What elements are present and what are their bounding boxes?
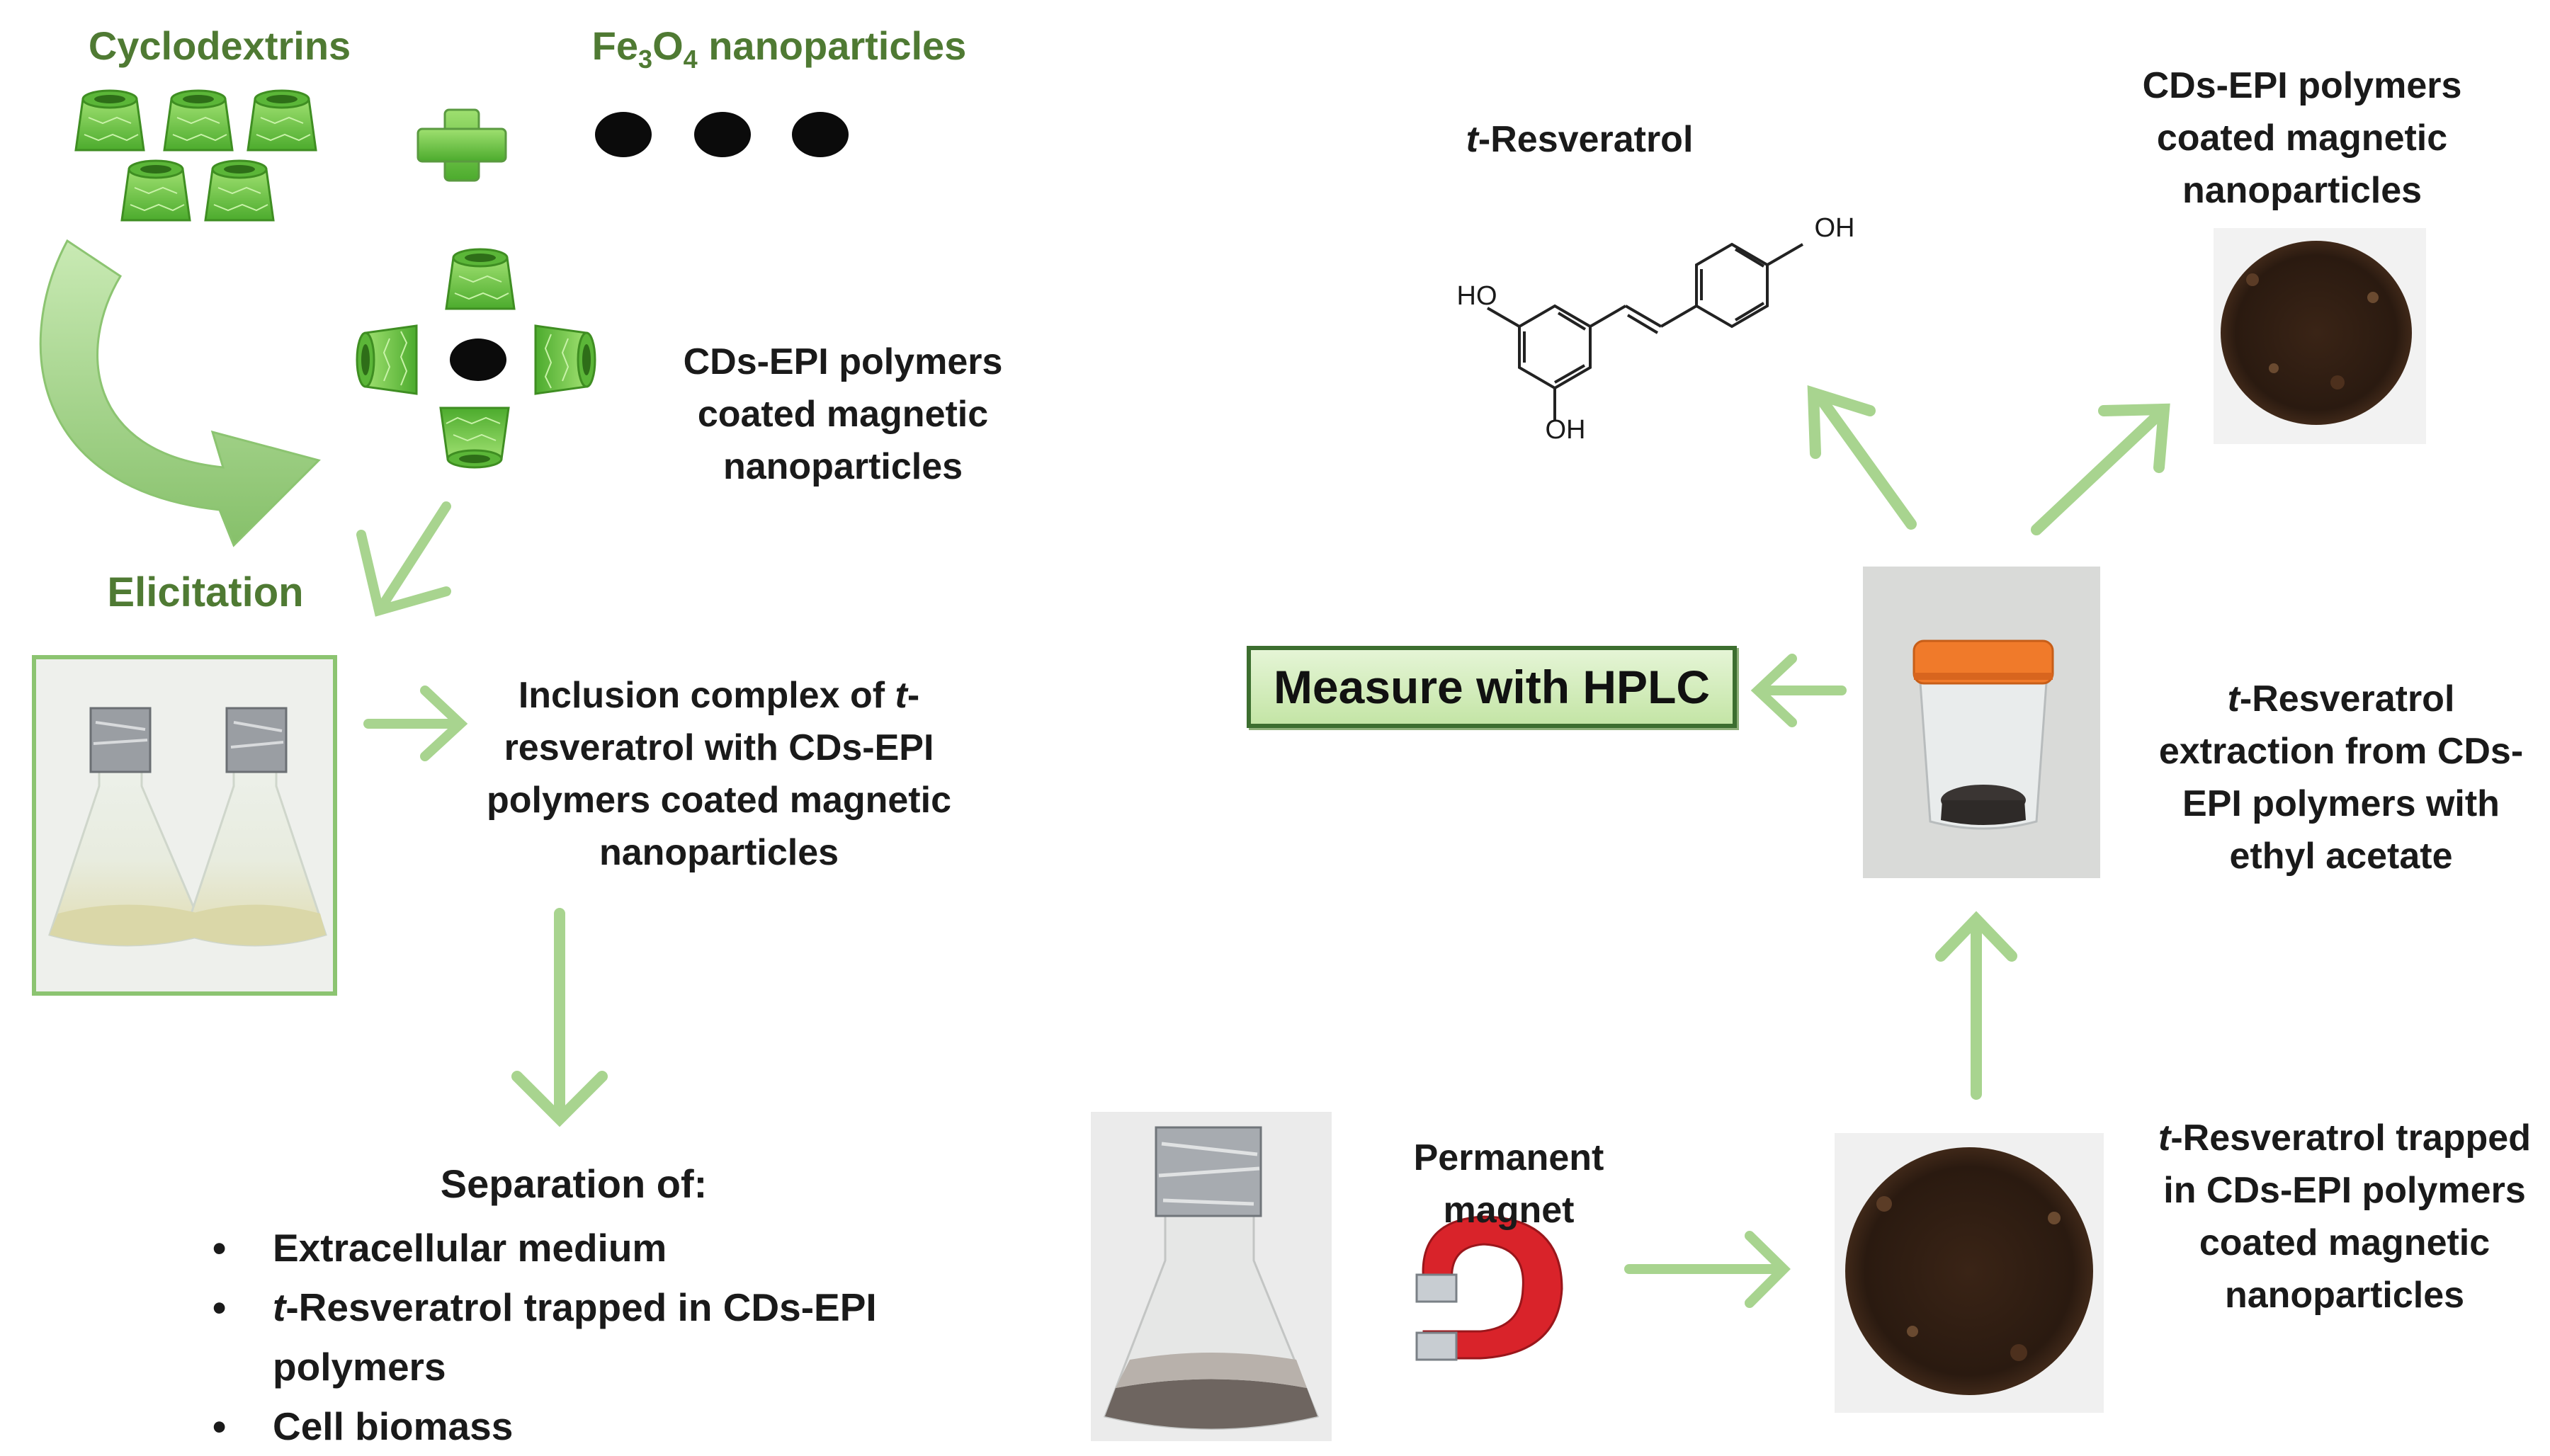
flask-photo-right <box>1091 1112 1332 1441</box>
coated-nanoparticles-label-left: CDs-EPI polymers coated magnetic nanopar… <box>683 341 1003 487</box>
flask-photo-left <box>32 655 337 996</box>
arrow-to-elicitation <box>356 501 451 617</box>
trapped-label: t-Resveratrol trapped in CDs-EPI polymer… <box>2158 1117 2531 1316</box>
separation-item: t-Resveratrol trapped in CDs-EPI polymer… <box>212 1278 978 1397</box>
elicitation-label: Elicitation <box>107 569 304 615</box>
arrow-to-coated-right <box>2031 403 2170 535</box>
inclusion-complex-label: Inclusion complex of t-resveratrol with … <box>487 675 951 873</box>
arrow-to-inclusion <box>363 686 468 761</box>
cyclodextrin-cluster <box>74 89 317 222</box>
magnet-icon <box>1415 1215 1563 1361</box>
separation-item: Extracellular medium <box>212 1218 978 1278</box>
coated-nanoparticles-label-right: CDs-EPI polymers coated magnetic nanopar… <box>2142 65 2462 211</box>
coated-nanoparticle-cluster <box>356 248 596 469</box>
fe3o4-label: Fe3O4 nanoparticles <box>591 23 967 74</box>
vial-photo <box>1863 567 2100 878</box>
molecule-oh-top: OH <box>1814 213 1855 243</box>
separation-list: Extracellular medium t-Resveratrol trapp… <box>212 1218 978 1456</box>
powder-photo-top <box>2214 228 2426 444</box>
plus-icon <box>416 108 507 182</box>
t-resveratrol-label: t-Resveratrol <box>1466 119 1694 160</box>
curved-arrow <box>39 239 321 547</box>
molecule-oh-bottom: OH <box>1545 415 1586 445</box>
powder-photo-bottom <box>1835 1133 2104 1413</box>
arrow-up-to-extraction <box>1935 911 2017 1100</box>
cyclodextrins-label: Cyclodextrins <box>88 23 351 68</box>
arrow-to-hplc <box>1750 654 1847 727</box>
measure-hplc-box: Measure with HPLC <box>1247 646 1737 728</box>
separation-title: Separation of: <box>440 1161 708 1206</box>
molecule-ho-left: HO <box>1456 281 1497 311</box>
arrow-to-separation <box>511 908 608 1127</box>
resveratrol-structure <box>1486 242 1804 421</box>
nanoparticle-dots <box>595 112 849 157</box>
arrow-to-resveratrol <box>1807 385 1917 530</box>
arrow-magnet-to-powder <box>1624 1231 1791 1308</box>
extraction-label: t-Resveratrol extraction from CDs-EPI po… <box>2158 678 2524 877</box>
separation-item: Cell biomass <box>212 1397 978 1456</box>
permanent-magnet-label: Permanent magnet <box>1413 1137 1604 1231</box>
